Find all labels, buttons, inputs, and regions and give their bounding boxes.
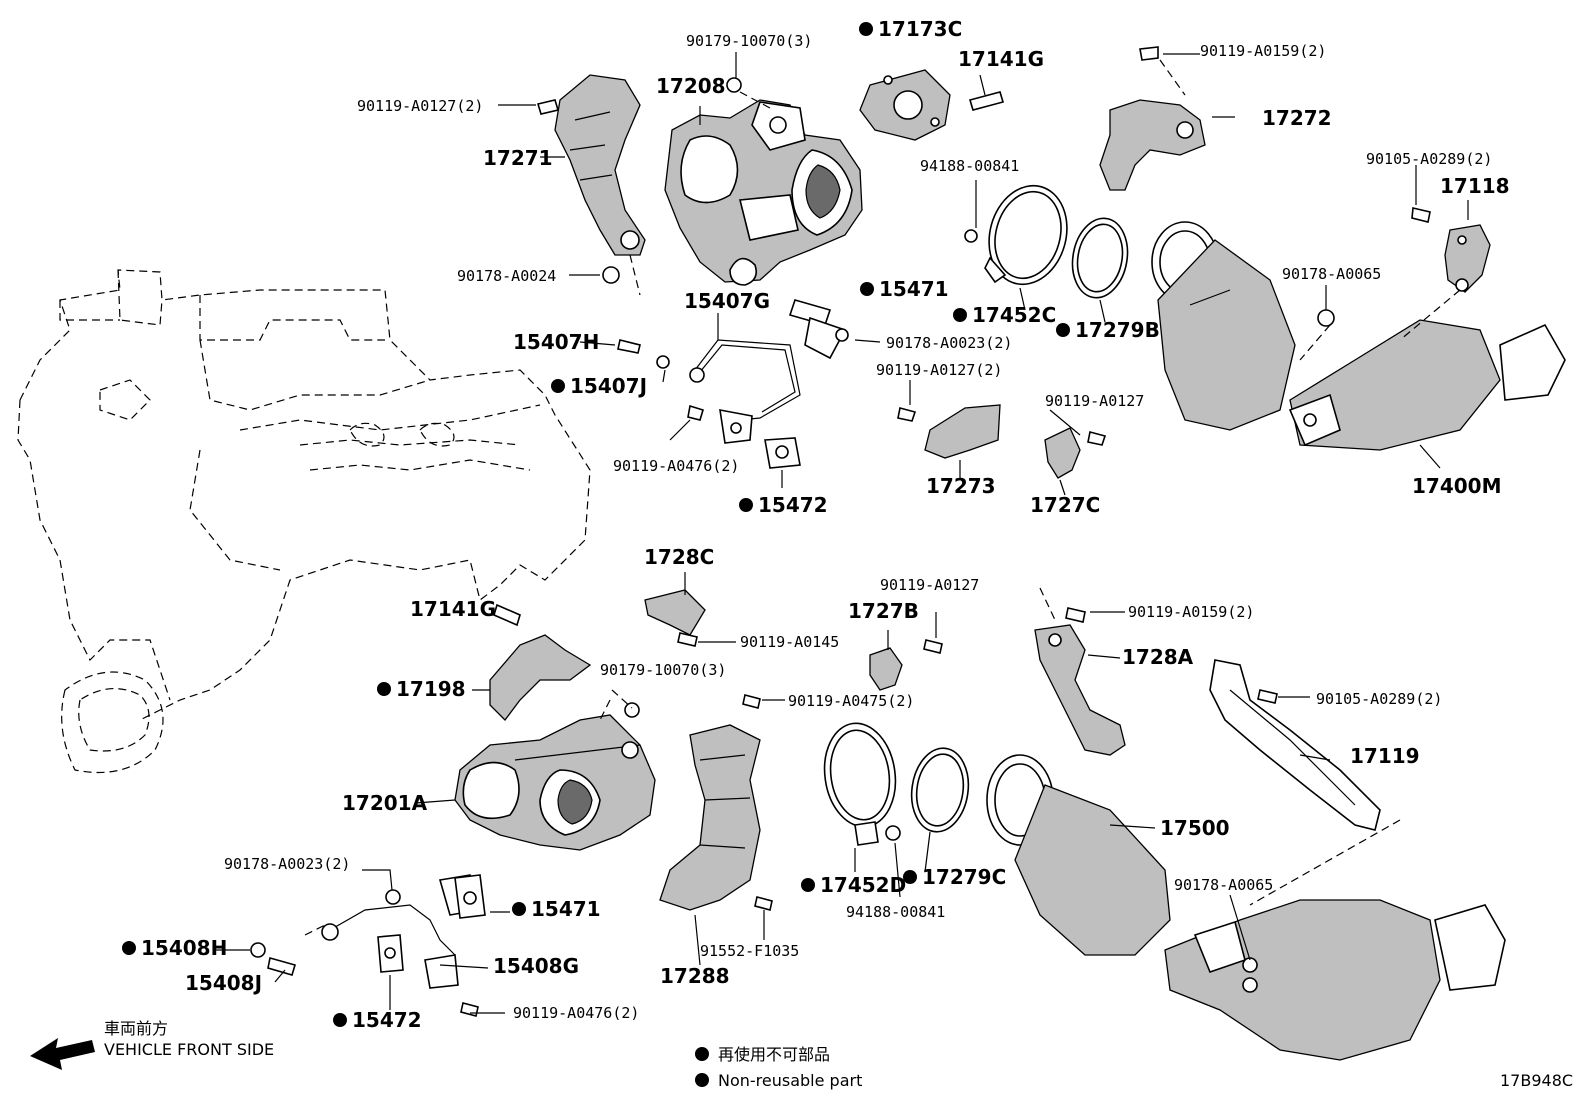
label-90119-A0159-low: 90119-A0159(2)	[1128, 603, 1254, 621]
heat-insulator-17198[interactable]	[489, 634, 592, 721]
bracket-1727B[interactable]	[869, 647, 903, 691]
label-1727C: 1727C	[1030, 493, 1100, 517]
label-1728A: 1728A	[1122, 645, 1194, 669]
bracket-17118[interactable]	[1444, 224, 1491, 293]
label-15471-low: 15471	[531, 897, 601, 921]
legend: 再使用不可部品 Non-reusable part	[695, 1045, 862, 1090]
label-17500: 17500	[1160, 816, 1230, 840]
label-17201A: 17201A	[342, 791, 428, 815]
label-17279B: 17279B	[1075, 318, 1160, 342]
label-17271: 17271	[483, 146, 553, 170]
catalytic-converter-17500[interactable]	[986, 754, 1506, 1061]
label-15407G: 15407G	[684, 289, 770, 313]
label-90178-A0065-top: 90178-A0065	[1282, 265, 1381, 283]
clamp-17452D[interactable]	[818, 719, 902, 846]
label-17272: 17272	[1262, 106, 1332, 130]
gasket-17173C[interactable]	[859, 69, 951, 141]
label-15408H: 15408H	[141, 936, 227, 960]
gasket-15472-top[interactable]	[764, 437, 801, 469]
leader-lines-lower	[215, 572, 1401, 1014]
bracket-1728A[interactable]	[1034, 624, 1126, 756]
label-15408G: 15408G	[493, 954, 579, 978]
engine-block-outline	[17, 269, 591, 774]
legend-label-jp: 再使用不可部品	[718, 1045, 830, 1064]
label-15408J: 15408J	[185, 971, 262, 995]
legend-dot-icon	[695, 1047, 709, 1061]
label-90178-A0023-low: 90178-A0023(2)	[224, 855, 350, 873]
label-17279C: 17279C	[922, 865, 1006, 889]
label-17288: 17288	[660, 964, 730, 988]
bracket-17272[interactable]	[1099, 99, 1206, 191]
gasket-17279B[interactable]	[1066, 214, 1133, 302]
label-15472-top: 15472	[758, 493, 828, 517]
label-90119-A0476-top: 90119-A0476(2)	[613, 457, 739, 475]
direction-label-en: VEHICLE FRONT SIDE	[104, 1040, 274, 1059]
label-94188-00841-top: 94188-00841	[920, 157, 1019, 175]
arrow-left-icon	[30, 1038, 95, 1070]
label-90119-A0127-2-top: 90119-A0127(2)	[357, 97, 483, 115]
label-90178-A0065-low: 90178-A0065	[1174, 876, 1273, 894]
label-15407J: 15407J	[570, 374, 647, 398]
turbocharger-17208[interactable]	[664, 99, 863, 286]
bracket-1728C[interactable]	[644, 589, 706, 636]
label-90119-A0145: 90119-A0145	[740, 633, 839, 651]
stay-17119[interactable]	[1209, 659, 1381, 831]
labels-lower: 1728C 90119-A0127 17141G 90119-A0159(2) …	[122, 545, 1442, 1032]
gasket-17279C[interactable]	[906, 745, 973, 836]
label-17118: 17118	[1440, 174, 1510, 198]
label-17173C: 17173C	[878, 17, 962, 41]
label-1728C: 1728C	[644, 545, 714, 569]
label-90119-A0127-low: 90119-A0127	[880, 576, 979, 594]
label-90105-A0289-top: 90105-A0289(2)	[1366, 150, 1492, 168]
label-17141G-top: 17141G	[958, 47, 1044, 71]
labels-upper: 90179-10070(3) 17173C 17141G 90119-A0159…	[357, 17, 1510, 517]
clamp-17452C[interactable]	[978, 177, 1077, 293]
label-90105-A0289-low: 90105-A0289(2)	[1316, 690, 1442, 708]
vehicle-front-indicator: 車両前方 VEHICLE FRONT SIDE	[30, 1019, 274, 1070]
label-1727B: 1727B	[848, 599, 919, 623]
label-94188-00841-low: 94188-00841	[846, 903, 945, 921]
stud-17141G-low[interactable]	[493, 603, 521, 627]
label-17119: 17119	[1350, 744, 1420, 768]
gasket-15471-low[interactable]	[454, 874, 486, 919]
label-17273: 17273	[926, 474, 996, 498]
label-90178-A0024: 90178-A0024	[457, 267, 556, 285]
label-17452D: 17452D	[820, 873, 906, 897]
pipe-15407G[interactable]	[689, 299, 847, 444]
catalytic-converter-17400M[interactable]	[1151, 221, 1566, 451]
heat-insulator-17288[interactable]	[659, 724, 761, 911]
label-17208: 17208	[656, 74, 726, 98]
direction-label-jp: 車両前方	[104, 1019, 168, 1038]
bracket-17273[interactable]	[924, 404, 1001, 459]
gasket-15472-low[interactable]	[377, 934, 404, 973]
label-15471-top: 15471	[879, 277, 949, 301]
legend-dot-icon	[695, 1073, 709, 1087]
label-90119-A0127-right: 90119-A0127	[1045, 392, 1144, 410]
label-15407H: 15407H	[513, 330, 599, 354]
turbocharger-17201A[interactable]	[454, 714, 656, 851]
figure-code: 17B948C	[1500, 1071, 1573, 1090]
label-90119-A0476-low: 90119-A0476(2)	[513, 1004, 639, 1022]
label-90119-A0127-2-mid: 90119-A0127(2)	[876, 361, 1002, 379]
heat-insulator-17271[interactable]	[554, 74, 646, 256]
bolts-upper	[536, 46, 1431, 446]
label-17198: 17198	[396, 677, 466, 701]
label-90179-10070-low: 90179-10070(3)	[600, 661, 726, 679]
label-15472-low: 15472	[352, 1008, 422, 1032]
leader-lines-upper	[498, 52, 1469, 496]
bracket-1727C[interactable]	[1044, 427, 1081, 479]
label-90178-A0023-top: 90178-A0023(2)	[886, 334, 1012, 352]
label-90119-A0475: 90119-A0475(2)	[788, 692, 914, 710]
legend-label-en: Non-reusable part	[718, 1071, 862, 1090]
label-90179-10070-top: 90179-10070(3)	[686, 32, 812, 50]
label-91552-F1035: 91552-F1035	[700, 942, 799, 960]
label-17141G-low: 17141G	[410, 597, 496, 621]
label-17452C: 17452C	[972, 303, 1056, 327]
stud-17141G-top[interactable]	[968, 91, 1005, 111]
label-90119-A0159-top: 90119-A0159(2)	[1200, 42, 1326, 60]
label-17400M: 17400M	[1412, 474, 1501, 498]
